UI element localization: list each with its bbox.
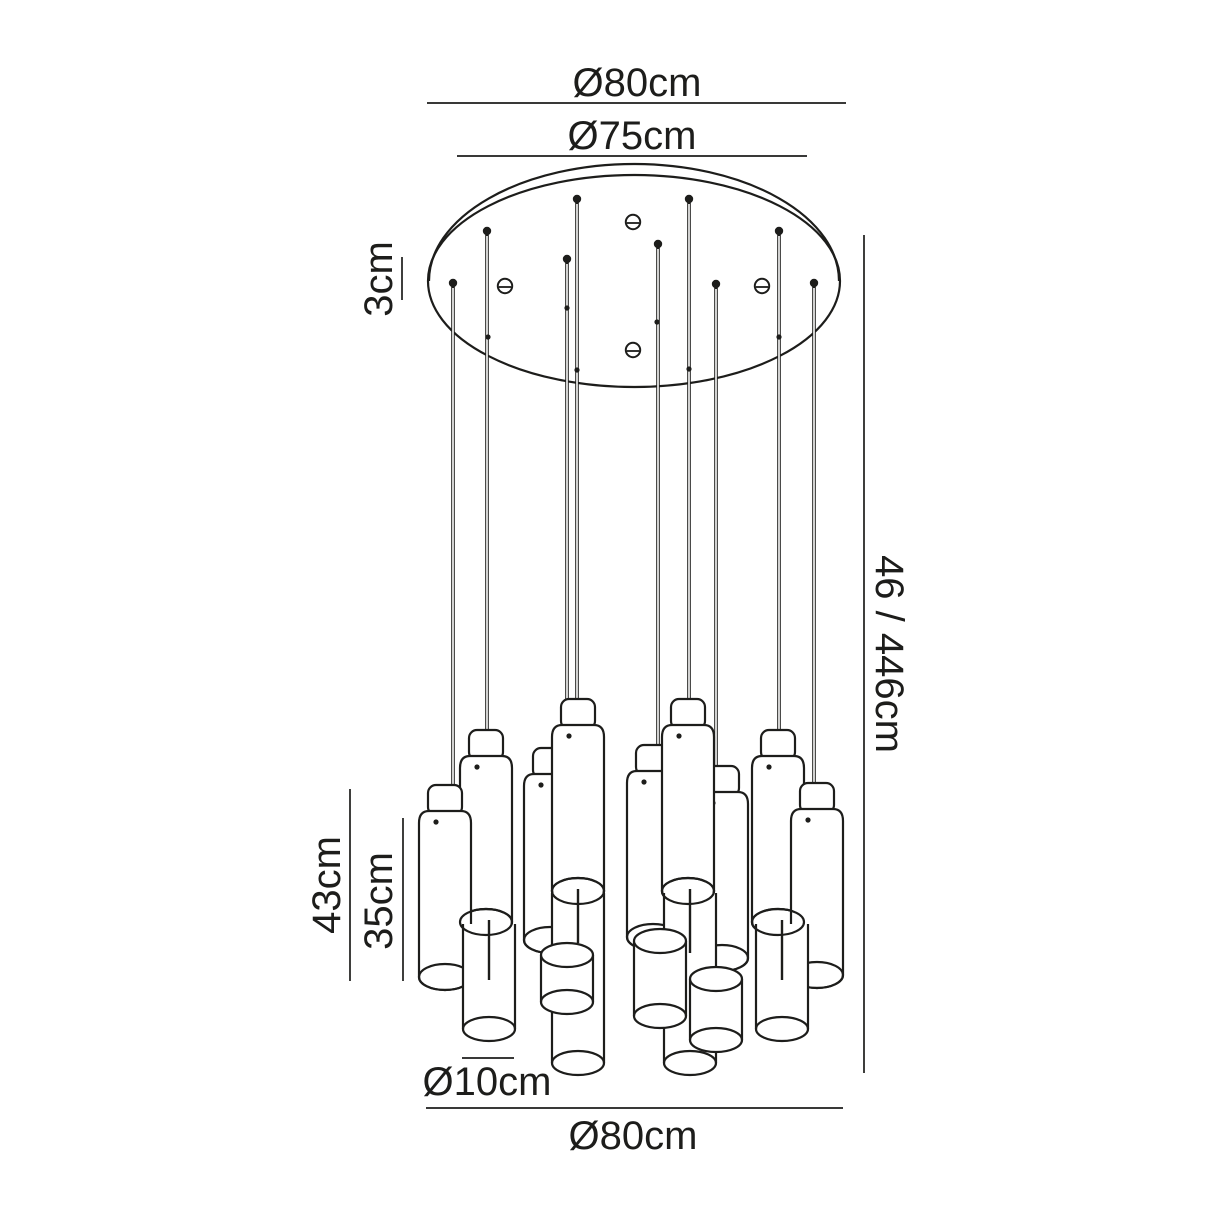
cord-attachment-dot [774,226,784,236]
cord-attachment-dot [572,194,582,204]
pendant-upper-shade [550,697,606,906]
tube-bottom-rim [688,1026,744,1054]
screw-icon [624,213,642,231]
cord-attachment-dot [448,278,458,288]
cord-gripper-dot [776,334,782,340]
suspension-cord [653,239,663,751]
shade-screw-dot [538,782,544,788]
canopy-rim-line [427,162,841,282]
screw-icon [624,341,642,359]
cord-attachment-dot [711,279,721,289]
cord-attachment-dot [684,194,694,204]
tube-top-rim [632,927,688,955]
cord-attachment-dot [482,226,492,236]
shade-screw-dot [676,733,682,739]
cord-gripper-dot [574,367,580,373]
cord-gripper-dot [686,366,692,372]
cord-attachment-dot [562,254,572,264]
suspension-cord [572,194,582,705]
shade-screw-dot [766,764,772,770]
canopy-mounting-screws [496,213,771,359]
screw-icon [753,277,771,295]
dimension-labels: Ø80cm Ø75cm 3cm 46 / 446cm 43cm 35cm Ø10… [305,61,911,1158]
suspension-cord [562,254,572,754]
suspension-cord [482,226,492,736]
tube-bottom-rim [632,1002,688,1030]
shade-screw-dot [433,819,439,825]
pendant-lower-tube [458,907,517,1043]
shade-screw-dot [474,764,480,770]
dim-label-glass-height: 35cm [357,852,401,950]
pendant-lower-tube [688,965,744,1054]
suspension-cord [711,279,721,772]
shade-screw-dot [805,817,811,823]
pendant-lower-tube [750,907,810,1043]
dim-label-canopy-plate-diameter: Ø75cm [568,114,697,158]
tube-top-rim [688,965,744,993]
cord-gripper-dot [485,334,491,340]
dim-label-canopy-height: 3cm [357,241,401,317]
suspension-cord [809,278,819,789]
tube-bottom-rim [662,1049,718,1077]
suspension-cords [448,194,819,791]
tube-top-rim [539,941,595,969]
tube-bottom-rim [550,1049,606,1077]
dim-label-glass-diameter: Ø10cm [423,1060,552,1104]
shade-screw-dot [566,733,572,739]
pendant-upper-shade [458,728,514,937]
pendant-cluster [417,697,845,1077]
tube-bottom-rim [461,1015,517,1043]
pendant-upper-shade [660,697,716,906]
dim-label-drop-height: 46 / 446cm [867,555,911,753]
cord-attachment-dot [653,239,663,249]
tube-bottom-rim [754,1015,810,1043]
dim-label-canopy-outer-diameter: Ø80cm [573,61,702,105]
pendant-lower-tube [632,927,688,1030]
dim-label-spread-diameter: Ø80cm [569,1114,698,1158]
cord-gripper-dot [564,305,570,311]
cord-gripper-dot [654,319,660,325]
suspension-cord [684,194,694,705]
shade-screw-dot [641,779,647,785]
pendant-lower-tube [539,941,595,1016]
dimension-annotations [349,102,865,1109]
suspension-cord [774,226,784,736]
tube-bottom-rim [539,988,595,1016]
suspension-cord [448,278,458,791]
cord-attachment-dot [809,278,819,288]
dim-label-pendant-height: 43cm [305,836,349,934]
ceiling-canopy [426,162,842,389]
screw-icon [496,277,514,295]
